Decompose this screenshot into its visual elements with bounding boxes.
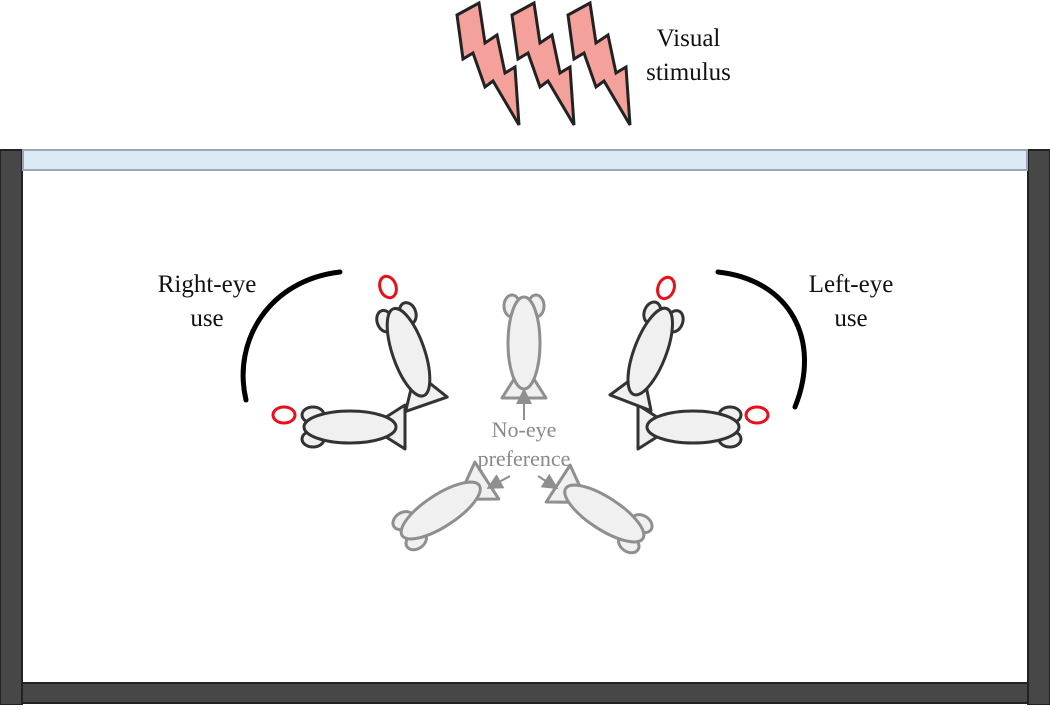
fish-left-eye-horizontal (636, 403, 770, 451)
lightning-bolt-icon (566, 1, 632, 127)
eye-highlight (656, 275, 676, 301)
tank-bottom (21, 682, 1029, 704)
arrow-lower-left (486, 474, 511, 489)
arrow-lower-right (537, 473, 559, 490)
fish-no-eye-lower-left (386, 460, 501, 557)
stimulus-label: Visual stimulus (646, 25, 731, 86)
water-surface (22, 149, 1028, 171)
tank-left-wall (0, 149, 23, 706)
fish-no-eye-lower-right (544, 463, 659, 560)
right-eye-label: Right-eye use (157, 271, 257, 332)
eye-highlight (378, 274, 398, 300)
eye-highlight (744, 405, 770, 425)
fish-left-eye-tilted (608, 275, 690, 413)
lightning-bolt-icon (510, 1, 576, 127)
left-eye-label: Left-eye use (808, 271, 894, 332)
eye-highlight (271, 405, 297, 425)
fish-right-eye-tilted (370, 274, 449, 413)
fish-right-eye-horizontal (271, 403, 407, 451)
tank-right-wall (1027, 149, 1050, 706)
no-eye-label: No-eye preference (477, 417, 571, 471)
right-eye-arc (240, 269, 343, 403)
lightning-bolt-icon (455, 1, 521, 127)
fish-no-eye-up (500, 293, 548, 400)
stimulus-bolts (455, 1, 632, 127)
left-eye-arc (715, 269, 807, 410)
